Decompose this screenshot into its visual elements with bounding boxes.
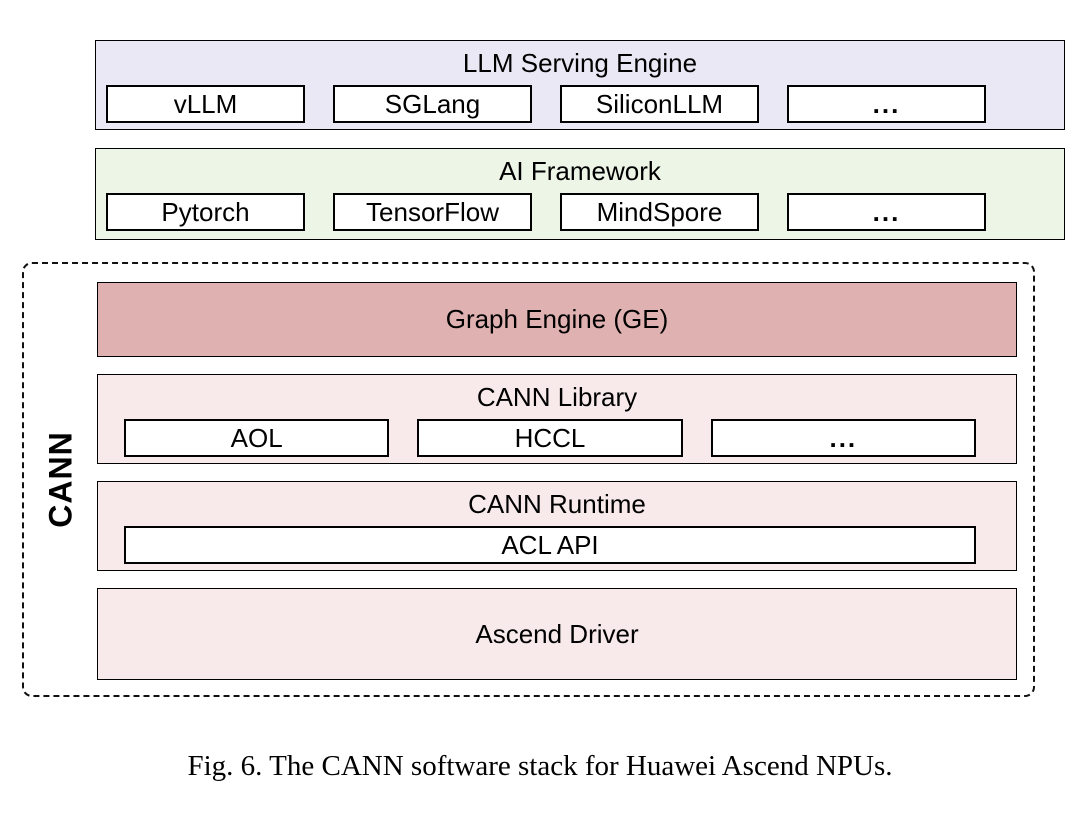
cann-library-box: CANN Library AOL HCCL ...	[97, 374, 1017, 464]
llm-serving-engine-box: LLM Serving Engine vLLM SGLang SiliconLL…	[95, 40, 1065, 130]
ai-framework-title: AI Framework	[499, 156, 661, 186]
cann-stack: Graph Engine (GE) CANN Library AOL HCCL …	[97, 282, 1017, 680]
graph-engine-title: Graph Engine (GE)	[445, 304, 669, 334]
ascend-driver-title: Ascend Driver	[475, 618, 639, 649]
item-vllm: vLLM	[106, 85, 305, 124]
llm-serving-engine-title: LLM Serving Engine	[462, 48, 698, 78]
cann-library-items-row: AOL HCCL ...	[98, 419, 1016, 458]
cann-runtime-box: CANN Runtime ACL API	[97, 481, 1017, 571]
graph-engine-box: Graph Engine (GE)	[97, 282, 1017, 357]
cann-library-title: CANN Library	[476, 382, 638, 412]
cann-label-wrap: CANN	[32, 264, 90, 695]
item-hccl: HCCL	[417, 419, 683, 458]
item-ellipsis: ...	[787, 85, 986, 124]
item-acl-api: ACL API	[124, 526, 976, 565]
item-aol: AOL	[124, 419, 390, 458]
item-ellipsis: ...	[787, 193, 986, 232]
figure-caption: Fig. 6. The CANN software stack for Huaw…	[187, 750, 893, 782]
cann-dashed-container: CANN Graph Engine (GE) CANN Library AOL …	[22, 262, 1035, 697]
item-sglang: SGLang	[333, 85, 532, 124]
item-mindspore: MindSpore	[560, 193, 759, 232]
item-tensorflow: TensorFlow	[333, 193, 532, 232]
ai-framework-items-row: Pytorch TensorFlow MindSpore ...	[96, 193, 1064, 232]
ascend-driver-box: Ascend Driver	[97, 588, 1017, 680]
cann-label: CANN	[42, 431, 79, 528]
item-ellipsis: ...	[710, 419, 976, 458]
llm-serving-items-row: vLLM SGLang SiliconLLM ...	[96, 85, 1064, 124]
item-pytorch: Pytorch	[106, 193, 305, 232]
cann-runtime-title: CANN Runtime	[468, 489, 646, 519]
ai-framework-box: AI Framework Pytorch TensorFlow MindSpor…	[95, 148, 1065, 240]
item-siliconllm: SiliconLLM	[560, 85, 759, 124]
